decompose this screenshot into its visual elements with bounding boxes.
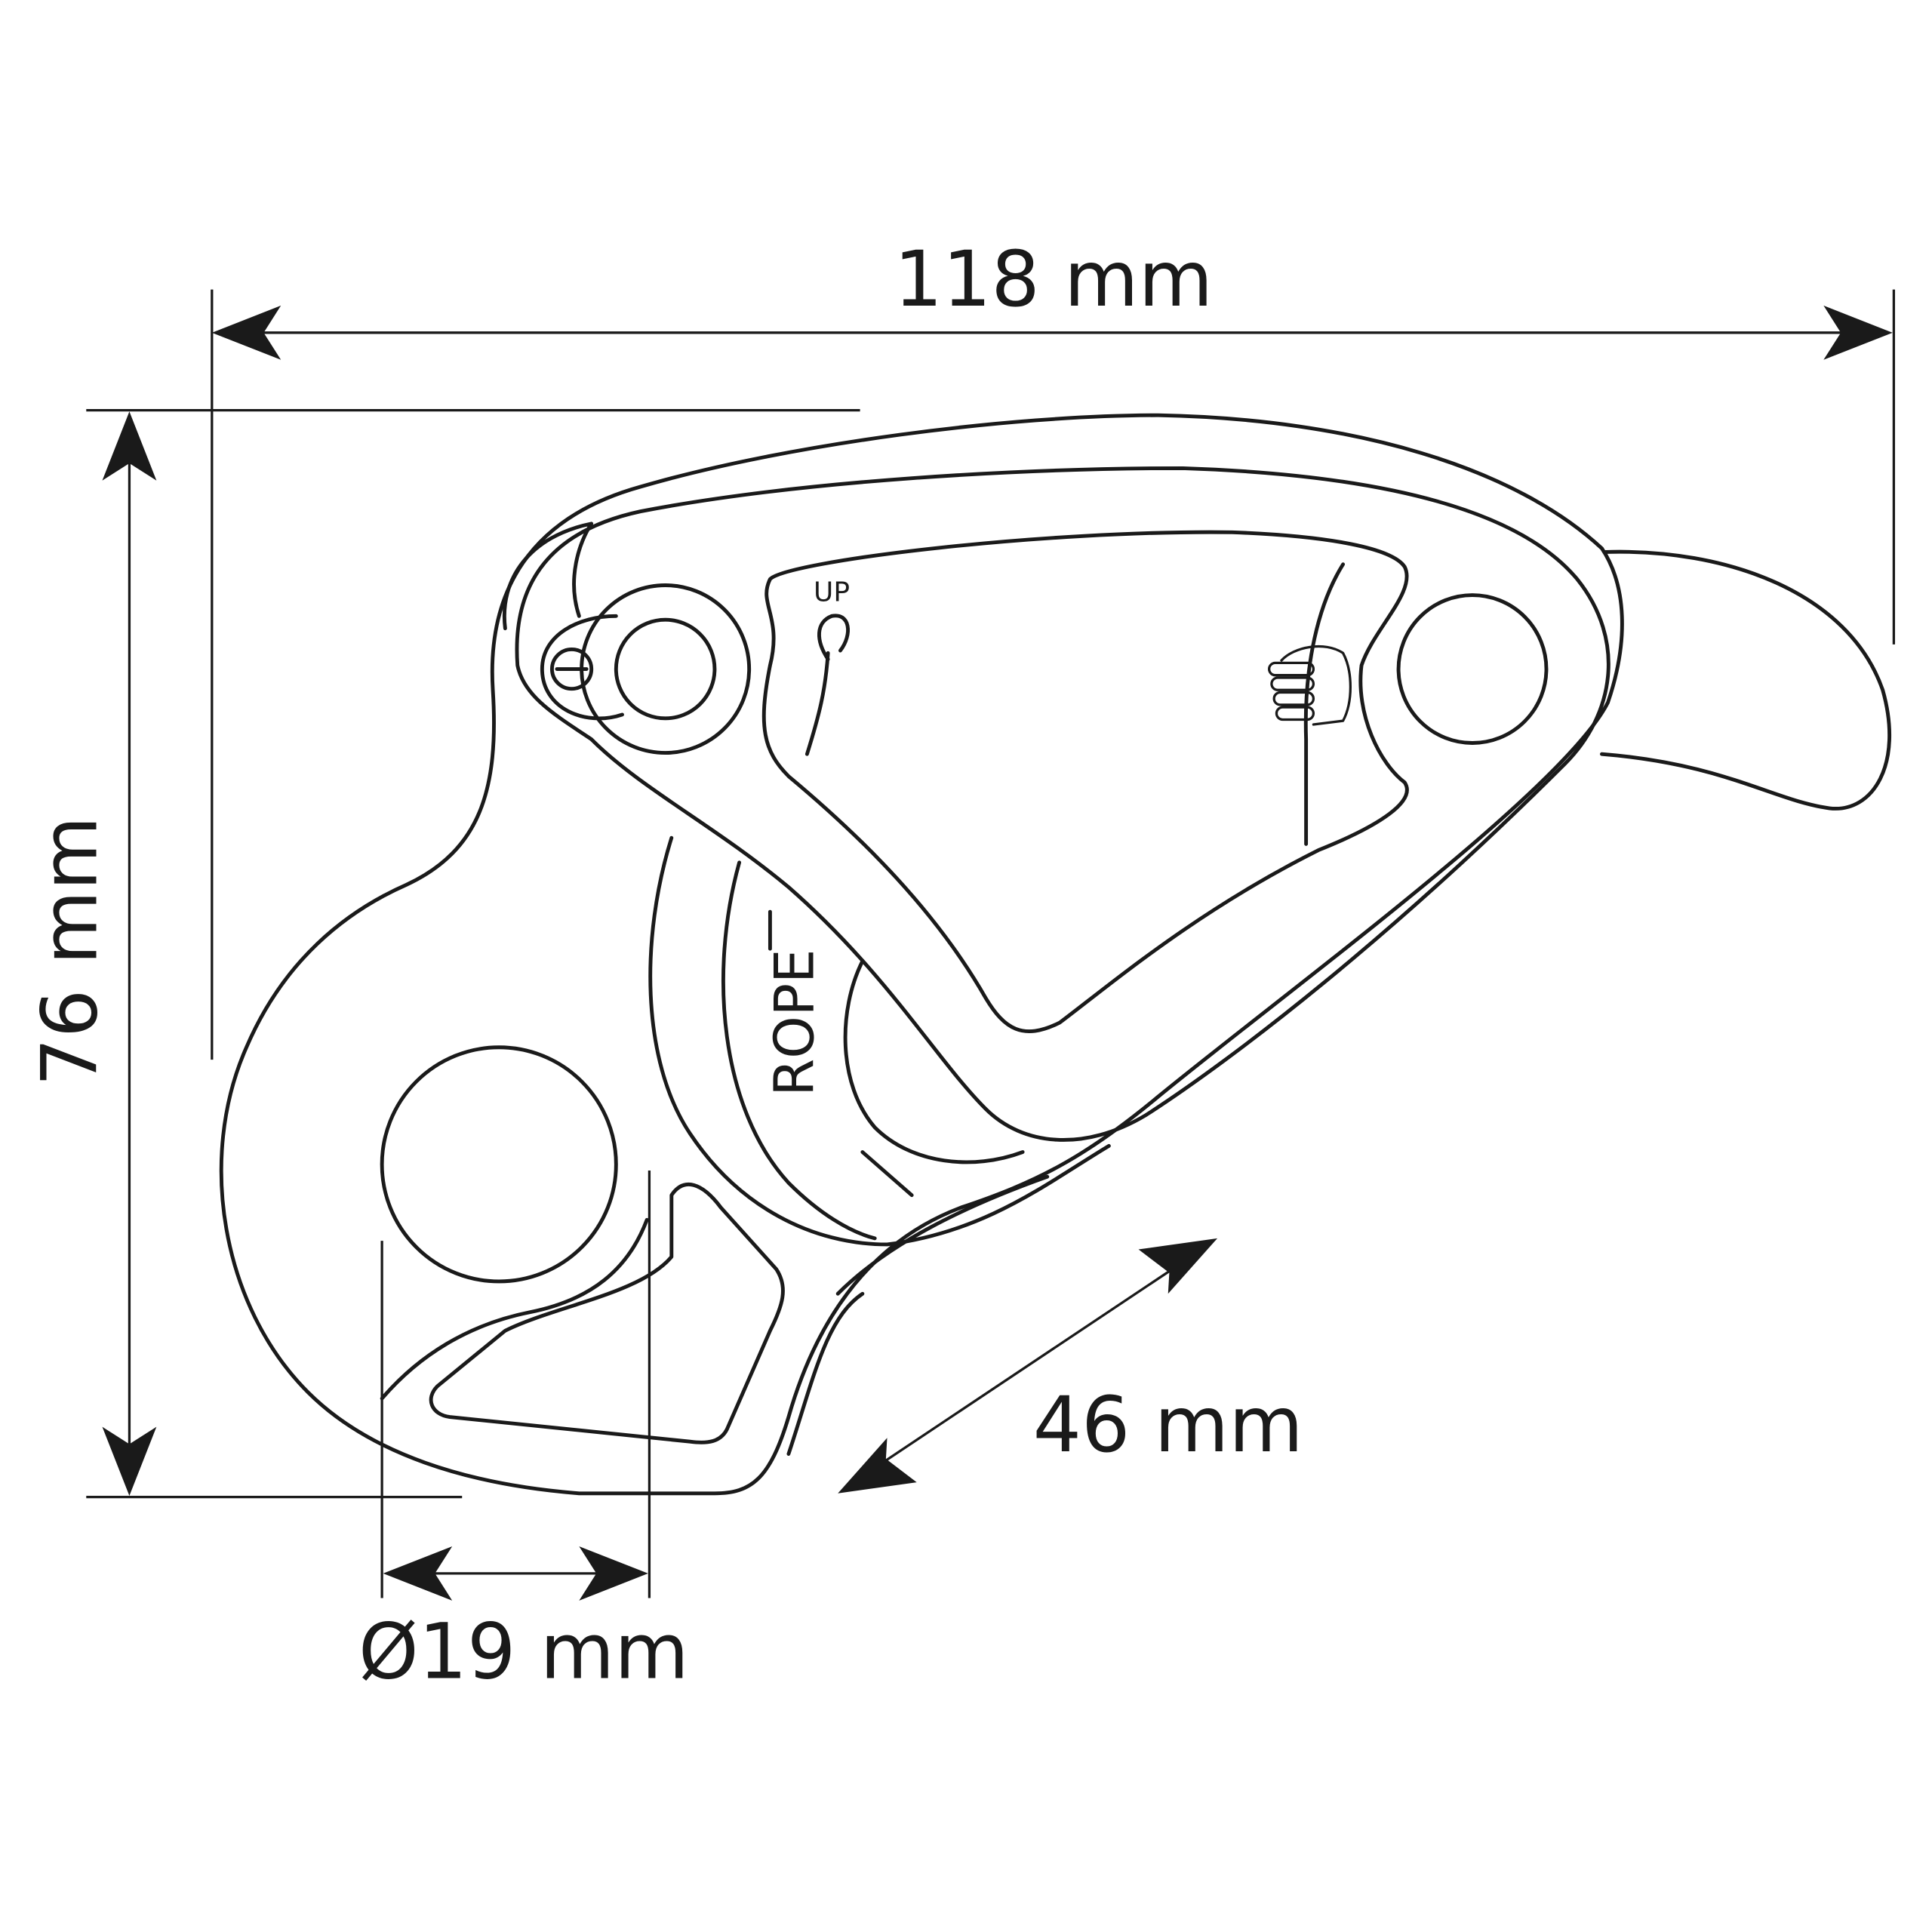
width-label: 118 mm — [894, 235, 1214, 324]
inner-plate — [515, 466, 1611, 1142]
pivot-inner — [614, 617, 717, 721]
drawing-stroke — [835, 1174, 1050, 1296]
height-label: 76 mm — [25, 816, 114, 1086]
latch — [540, 614, 624, 721]
drawing-stroke — [1270, 676, 1315, 691]
cam — [648, 835, 1111, 1247]
opening-label: 46 mm — [1033, 1380, 1303, 1469]
arrowhead-icon — [838, 1438, 917, 1494]
drawing-stroke — [721, 860, 877, 1241]
arrowhead-icon — [579, 1546, 648, 1601]
drawing-stroke — [786, 1291, 865, 1456]
drawing-stroke — [380, 1217, 649, 1401]
drawing-stroke — [1280, 645, 1352, 726]
arrow-right-icon — [1823, 305, 1893, 360]
rope-diameter-label: Ø19 mm — [358, 1607, 689, 1697]
drawing-stroke — [549, 647, 594, 691]
drawing-stroke — [860, 1150, 914, 1198]
pivot-outer — [580, 583, 752, 755]
handle — [1600, 549, 1891, 811]
side-plate-outline — [219, 413, 1624, 1496]
lower-cutout — [429, 1183, 785, 1444]
arrowhead-icon — [383, 1546, 453, 1601]
drawing-stroke — [847, 1244, 1208, 1487]
rope-diameter-dimension: Ø19 mm — [358, 1171, 689, 1697]
up-marking: UP — [814, 577, 850, 608]
rivet-hole — [1396, 593, 1549, 745]
rope-path-up — [804, 651, 830, 756]
rope-hole — [380, 1045, 618, 1284]
arrow-left-icon — [211, 305, 281, 360]
arrowhead-icon — [102, 411, 157, 481]
hand-icon — [1268, 645, 1352, 726]
drawing-stroke — [1275, 706, 1315, 721]
drawing-stroke — [502, 521, 594, 631]
rope-path-hand — [1303, 562, 1346, 846]
drawing-stroke — [843, 959, 1025, 1164]
window-cutout — [761, 530, 1409, 1034]
drawing-stroke — [1272, 691, 1315, 706]
width-dimension: 118 mm — [211, 235, 1896, 1060]
arrowhead-icon — [1138, 1238, 1218, 1294]
rope-marking: ROPE — [763, 949, 826, 1097]
height-dimension: 76 mm — [25, 409, 860, 1499]
opening-dimension: 46 mm — [838, 1238, 1303, 1494]
carabiner-icon — [817, 614, 850, 661]
belay-device: ROPE UP — [219, 413, 1891, 1496]
arrowhead-icon — [102, 1426, 157, 1497]
drawing-stroke — [1268, 661, 1315, 677]
